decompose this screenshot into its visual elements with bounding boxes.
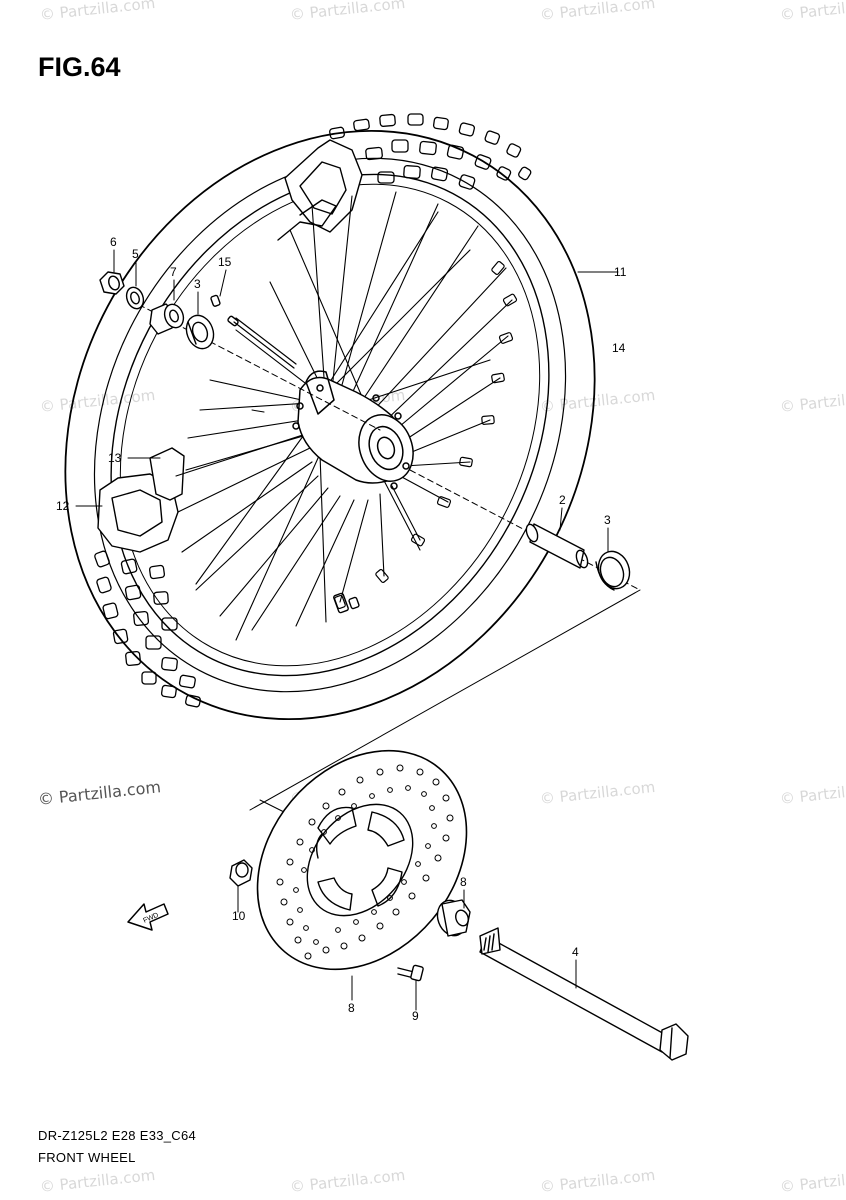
callout-12: 12 [56,499,70,513]
callout-8b: 8 [348,1001,355,1015]
callout-4: 4 [572,945,579,959]
tread-blocks-bottom [94,550,201,708]
leader-lines [75,249,619,1011]
callout-15: 15 [218,255,232,269]
tire-section-top [277,139,363,241]
callout-labels: 6 5 7 3 15 11 14 13 12 2 3 8 10 4 8 9 [56,235,627,1023]
callout-7: 7 [170,265,177,279]
callout-10: 10 [232,909,246,923]
hub [292,370,414,490]
callout-3b: 3 [604,513,611,527]
section-name: FRONT WHEEL [38,1150,136,1165]
direction-arrow: FWD [127,903,169,931]
callout-3: 3 [194,277,201,291]
svg-text:FWD: FWD [142,912,159,925]
callout-6: 6 [110,235,117,249]
callout-13: 13 [108,451,122,465]
callout-11: 11 [614,265,627,279]
callout-2: 2 [559,493,566,507]
disc-spacer [229,859,253,887]
callout-8: 8 [460,875,467,889]
tread-blocks-top [329,113,532,190]
disc-holes [276,764,454,960]
axle-collar [436,899,471,937]
left-axle-parts [99,271,381,431]
spokes [175,191,513,641]
callout-14: 14 [612,341,626,355]
tire-section-bottom [97,447,185,553]
callout-5: 5 [132,247,139,261]
figure-title: FIG.64 [38,52,121,82]
front-axle [479,927,689,1061]
brake-disc [256,749,468,971]
right-axle-parts [409,469,641,591]
model-code: DR-Z125L2 E28 E33_C64 [38,1128,197,1143]
disc-bolt [397,964,424,982]
valve-stem [333,592,360,614]
callout-9: 9 [412,1009,419,1023]
